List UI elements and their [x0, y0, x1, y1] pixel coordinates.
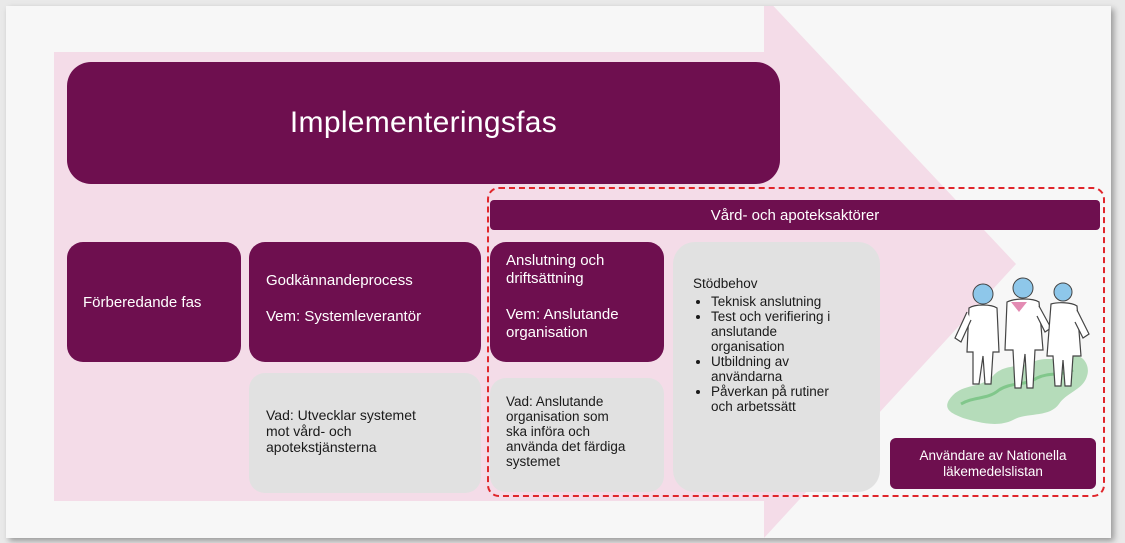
- connection-what-box: Vad: Anslutande organisation som ska inf…: [490, 378, 664, 492]
- support-needs-heading: Stödbehov: [693, 276, 758, 291]
- actors-band: Vård- och apoteksaktörer: [490, 200, 1100, 230]
- approval-process-title: Godkännandeprocess: [266, 272, 413, 289]
- connection-what-line: ska införa och: [506, 424, 591, 439]
- support-needs-item: Teknisk anslutning: [711, 294, 880, 309]
- support-needs-line: anslutande: [711, 324, 778, 339]
- connection-what-line: systemet: [506, 454, 561, 469]
- support-needs-item: Test och verifiering i anslutande organi…: [711, 309, 880, 354]
- support-needs-item: Utbildning av användarna: [711, 354, 880, 384]
- connection-title-line: Anslutning och: [506, 252, 605, 269]
- support-needs-line: Test och verifiering i: [711, 309, 831, 324]
- slide: Implementeringsfas Vård- och apoteksaktö…: [6, 6, 1111, 538]
- users-label-line: läkemedelslistan: [943, 463, 1043, 479]
- approval-process-box: Godkännandeprocess Vem: Systemleverantör: [249, 242, 481, 362]
- phase-title-text: Implementeringsfas: [289, 106, 558, 139]
- connection-what-line: Vad: Anslutande: [506, 394, 604, 409]
- support-needs-line: användarna: [711, 369, 783, 384]
- preparatory-phase-box: Förberedande fas: [67, 242, 241, 362]
- approval-what-line: apotekstjänsterna: [266, 439, 377, 455]
- approval-process-what-box: Vad: Utvecklar systemet mot vård- och ap…: [249, 373, 481, 493]
- users-label-box: Användare av Nationella läkemedelslistan: [890, 438, 1096, 489]
- connection-who-line: Vem: Anslutande: [506, 306, 619, 323]
- healthcare-workers-illustration: [947, 277, 1090, 424]
- support-needs-line: Påverkan på rutiner: [711, 384, 829, 399]
- connection-what-line: organisation som: [506, 409, 609, 424]
- preparatory-phase-label: Förberedande fas: [83, 293, 202, 311]
- support-needs-line: och arbetssätt: [711, 399, 796, 414]
- support-needs-item: Påverkan på rutiner och arbetssätt: [711, 384, 880, 414]
- connection-title-line: driftsättning: [506, 270, 584, 287]
- phase-title: Implementeringsfas: [67, 62, 780, 184]
- users-label-line: Användare av Nationella: [919, 447, 1067, 463]
- support-needs-list: Teknisk anslutning Test och verifiering …: [693, 294, 880, 414]
- support-needs-line: Utbildning av: [711, 354, 790, 369]
- support-needs-box: Stödbehov Teknisk anslutning Test och ve…: [673, 242, 880, 492]
- approval-what-line: mot vård- och: [266, 423, 352, 439]
- support-needs-line: Teknisk anslutning: [711, 294, 822, 309]
- connection-box: Anslutning och driftsättning Vem: Anslut…: [490, 242, 664, 362]
- actors-dashed-frame: [487, 187, 1105, 497]
- actors-band-label: Vård- och apoteksaktörer: [710, 206, 880, 224]
- support-needs-line: organisation: [711, 339, 785, 354]
- connection-who-line: organisation: [506, 324, 588, 341]
- approval-what-line: Vad: Utvecklar systemet: [266, 407, 416, 423]
- connection-what-line: använda det färdiga: [506, 439, 626, 454]
- approval-process-who: Vem: Systemleverantör: [266, 308, 422, 325]
